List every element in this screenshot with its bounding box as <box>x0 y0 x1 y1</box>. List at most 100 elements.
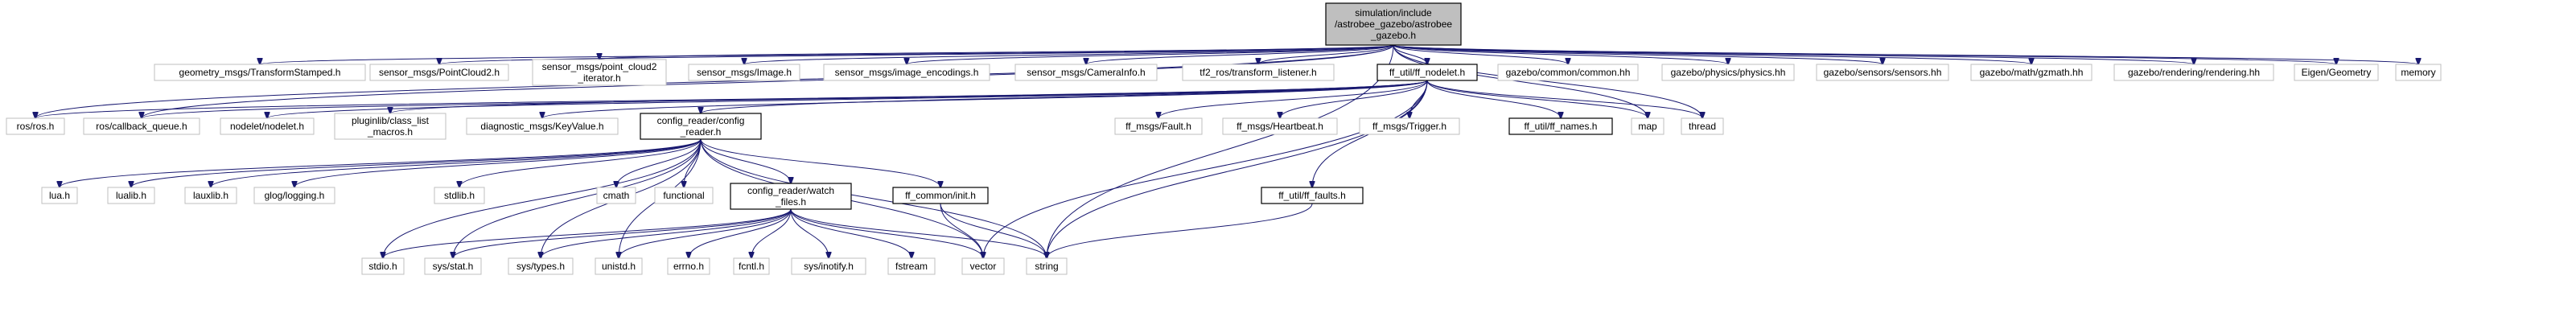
node-label: sensor_msgs/CameraInfo.h <box>1027 67 1145 78</box>
node-errno-h: errno.h <box>667 257 710 275</box>
node-ff-msgs-fault-h: ff_msgs/Fault.h <box>1114 117 1203 135</box>
edge-watch_files-to-unistd <box>619 208 792 258</box>
edge-ff_nodelet-to-ff_hb <box>1280 80 1428 118</box>
node-fstream: fstream <box>887 257 936 275</box>
node-box <box>107 187 155 204</box>
node-thread: thread <box>1681 117 1724 135</box>
node-gazebo-sensors-sensors-hh: gazebo/sensors/sensors.hh <box>1816 64 1949 81</box>
node-gazebo-common-common-hh: gazebo/common/common.hh <box>1497 64 1639 81</box>
edge-root-to-caminfo <box>1086 44 1394 64</box>
node-label: ff_common/init.h <box>905 190 976 201</box>
node-box <box>667 257 710 275</box>
node-glog-logging-h: glog/logging.h <box>253 187 335 204</box>
node-label: string <box>1035 261 1058 272</box>
edge-cfg_reader-to-stdio <box>383 138 702 258</box>
node-sensor-msgs-camerainfo-h: sensor_msgs/CameraInfo.h <box>1014 64 1158 81</box>
edge-ff_nodelet-to-nodelet <box>267 80 1428 118</box>
node-box <box>334 113 446 140</box>
node-box <box>1114 117 1203 135</box>
node-box <box>733 257 770 275</box>
node-box <box>253 187 335 204</box>
node-box <box>1222 117 1338 135</box>
node-label: thread <box>1689 121 1716 132</box>
edge-watch_files-to-string <box>790 208 1047 258</box>
node-label: tf2_ros/transform_listener.h <box>1200 67 1316 78</box>
nodes-layer: simulation/include/astrobee_gazebo/astro… <box>6 2 2442 275</box>
node-box <box>892 187 989 204</box>
node-ff-common-init-h[interactable]: ff_common/init.h <box>892 187 989 204</box>
node-ff-util-ff-nodelet-h[interactable]: ff_util/ff_nodelet.h <box>1376 64 1478 81</box>
node-label: ros/callback_queue.h <box>96 121 187 132</box>
node-label: _macros.h <box>367 126 413 138</box>
node-label: _gazebo.h <box>1370 30 1416 41</box>
node-sys-types-h: sys/types.h <box>508 257 574 275</box>
node-eigen-geometry: Eigen/Geometry <box>2294 64 2379 81</box>
node-label: Eigen/Geometry <box>2302 67 2372 78</box>
node-label: sys/inotify.h <box>804 261 854 272</box>
node-label: ff_msgs/Trigger.h <box>1372 121 1446 132</box>
edge-root-to-gz_physics <box>1393 44 1728 64</box>
node-box <box>361 257 405 275</box>
node-box <box>1631 117 1665 135</box>
edge-cfg_reader-to-stdlib <box>459 138 702 187</box>
node-label: ff_util/ff_faults.h <box>1278 190 1346 201</box>
node-ff-util-ff-faults-h[interactable]: ff_util/ff_faults.h <box>1261 187 1364 204</box>
node-label: sensor_msgs/PointCloud2.h <box>379 67 500 78</box>
edge-watch_files-to-vector <box>790 208 983 258</box>
node-nodelet-nodelet-h: nodelet/nodelet.h <box>220 117 315 135</box>
node-box <box>154 64 366 81</box>
node-label: ff_util/ff_nodelet.h <box>1389 67 1465 78</box>
edge-root-to-ros_cbq <box>142 44 1394 118</box>
node-sensor-msgs-pointcloud2-h: sensor_msgs/PointCloud2.h <box>369 64 509 81</box>
node-label: config_reader/config <box>657 115 745 126</box>
node-box <box>6 117 65 135</box>
node-config-reader-watch-files-h[interactable]: config_reader/watch_files.h <box>730 183 852 210</box>
node-box <box>688 64 800 81</box>
edge-root-to-gz_math <box>1393 44 2031 64</box>
node-box <box>466 117 619 135</box>
node-label: diagnostic_msgs/KeyValue.h <box>480 121 603 132</box>
edge-watch_files-to-sys_inotify <box>790 208 829 258</box>
edge-cfg_reader-to-lauxlib <box>211 138 702 187</box>
node-ff-msgs-trigger-h: ff_msgs/Trigger.h <box>1359 117 1460 135</box>
node-box <box>1359 117 1460 135</box>
node-label: lauxlib.h <box>193 190 228 201</box>
node-stdio-h: stdio.h <box>361 257 405 275</box>
node-box <box>83 117 200 135</box>
node-functional: functional <box>654 187 714 204</box>
edge-cfg_reader-to-string <box>700 138 1047 258</box>
edge-ff_nodelet-to-ff_names <box>1426 80 1561 118</box>
edge-ff_nodelet-to-cfg_reader <box>701 80 1428 113</box>
node-sensor-msgs-image-encodings-h: sensor_msgs/image_encodings.h <box>823 64 990 81</box>
node-ff-msgs-heartbeat-h: ff_msgs/Heartbeat.h <box>1222 117 1338 135</box>
node-box <box>184 187 237 204</box>
node-label: _iterator.h <box>577 72 620 84</box>
node-simulation-include-astrobee-gazebo-astrobee-gazebo-h[interactable]: simulation/include/astrobee_gazebo/astro… <box>1325 2 1462 46</box>
node-label: ff_msgs/Fault.h <box>1125 121 1191 132</box>
edges-layer <box>35 44 2418 258</box>
edge-watch_files-to-errno <box>689 208 792 258</box>
edge-root-to-gz_render <box>1393 44 2194 64</box>
node-gazebo-rendering-rendering-hh: gazebo/rendering/rendering.hh <box>2113 64 2274 81</box>
node-label: ros/ros.h <box>17 121 55 132</box>
node-cmath: cmath <box>596 187 636 204</box>
edge-root-to-tf2 <box>1258 44 1394 64</box>
edge-ff_nodelet-to-pluginlib <box>390 80 1428 113</box>
node-label: gazebo/rendering/rendering.hh <box>2128 67 2260 78</box>
node-ff-util-ff-names-h[interactable]: ff_util/ff_names.h <box>1508 117 1613 135</box>
node-label: unistd.h <box>602 261 636 272</box>
edge-ff_nodelet-to-ros_ros <box>35 80 1428 118</box>
edge-ff_nodelet-to-thread <box>1426 80 1702 118</box>
node-box <box>823 64 990 81</box>
node-label: /astrobee_gazebo/astrobee <box>1335 19 1452 30</box>
node-sys-stat-h: sys/stat.h <box>424 257 482 275</box>
node-config-reader-config-reader-h[interactable]: config_reader/config_reader.h <box>640 113 762 140</box>
node-label: sys/types.h <box>516 261 565 272</box>
node-unistd-h: unistd.h <box>595 257 643 275</box>
node-box <box>1026 257 1068 275</box>
node-ros-callback-queue-h: ros/callback_queue.h <box>83 117 200 135</box>
node-label: sensor_msgs/image_encodings.h <box>835 67 979 78</box>
node-vector: vector <box>961 257 1005 275</box>
edge-root-to-memory <box>1393 44 2418 64</box>
node-label: fstream <box>895 261 928 272</box>
